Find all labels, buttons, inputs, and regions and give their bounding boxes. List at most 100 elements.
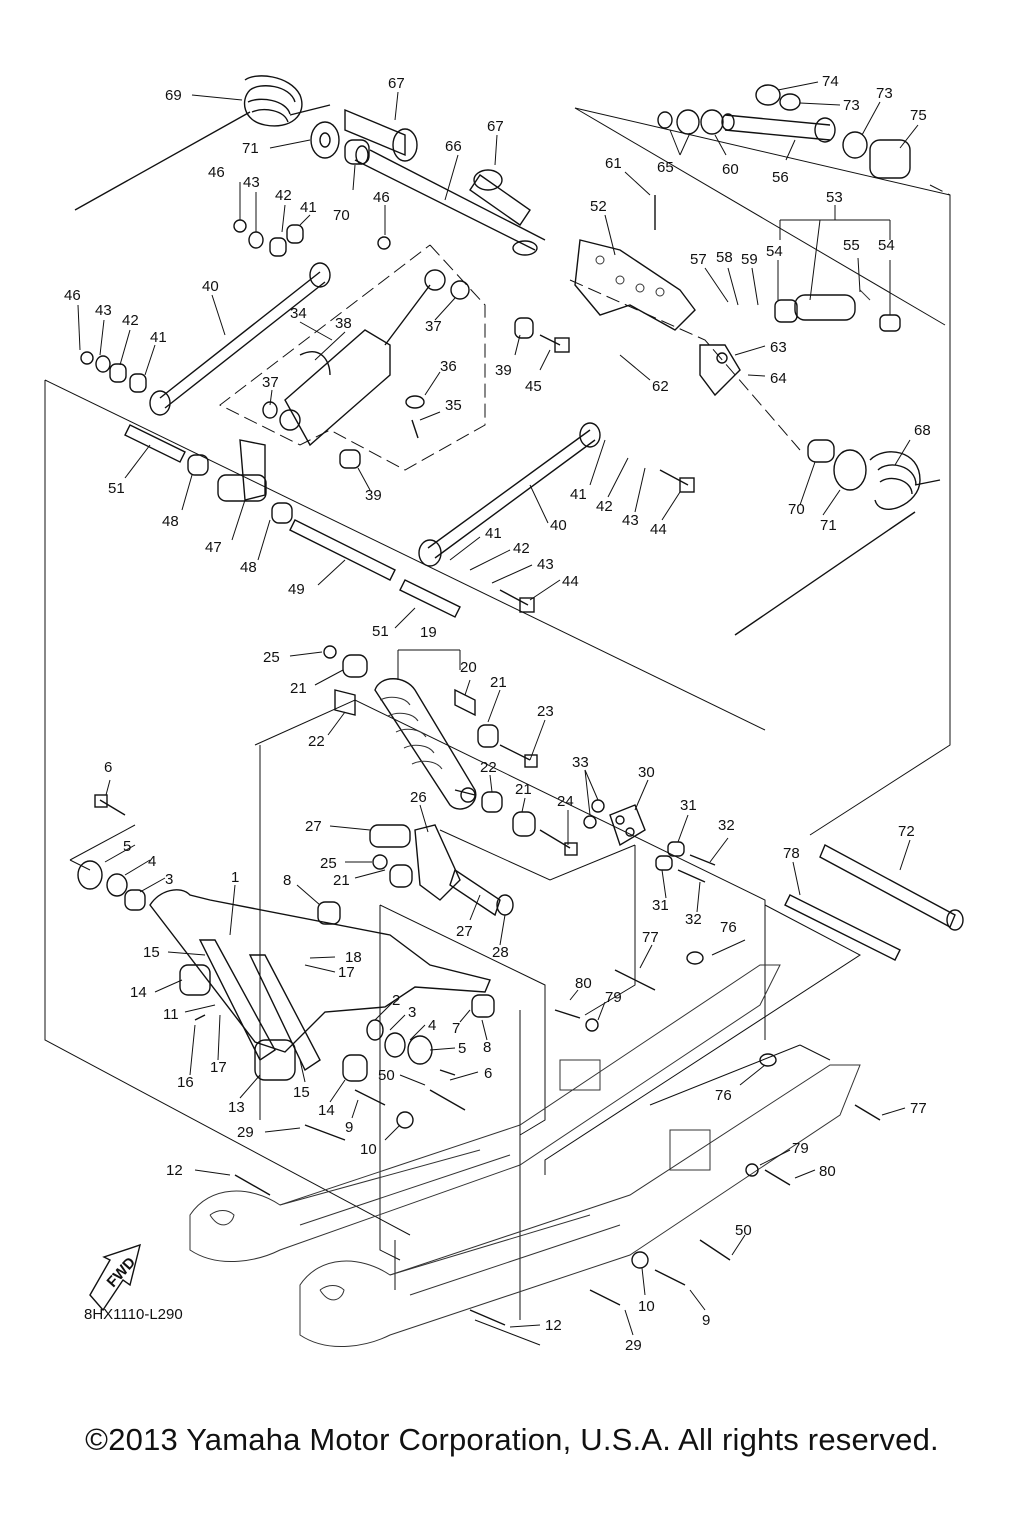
callout: 7 <box>452 1020 460 1037</box>
link-plate-30 <box>583 799 716 883</box>
callout: 43 <box>622 512 639 529</box>
callout: 69 <box>165 87 182 104</box>
callout: 13 <box>228 1099 245 1116</box>
callout: 9 <box>702 1312 710 1329</box>
callout: 10 <box>360 1141 377 1158</box>
callout: 72 <box>898 823 915 840</box>
callout: 68 <box>914 422 931 439</box>
dashed-frame <box>219 244 486 471</box>
callout: 33 <box>572 754 589 771</box>
callout: 27 <box>456 923 473 940</box>
callout: 40 <box>202 278 219 295</box>
callout: 17 <box>338 964 355 981</box>
callout: 12 <box>166 1162 183 1179</box>
callout: 46 <box>64 287 81 304</box>
link-26 <box>369 824 514 917</box>
callout: 6 <box>104 759 112 776</box>
callout: 37 <box>262 374 279 391</box>
callout: 78 <box>783 845 800 862</box>
callout: 31 <box>652 897 669 914</box>
callout: 41 <box>300 199 317 216</box>
tubes-middle <box>124 424 461 618</box>
callout: 6 <box>484 1065 492 1082</box>
callout: 45 <box>525 378 542 395</box>
callout: 64 <box>770 370 787 387</box>
centerline-2 <box>929 184 951 196</box>
callout: 12 <box>545 1317 562 1334</box>
callout: 70 <box>788 501 805 518</box>
slide-rail-left <box>189 964 781 1263</box>
callout: 41 <box>485 525 502 542</box>
callout: 57 <box>690 251 707 268</box>
callout: 26 <box>410 789 427 806</box>
callout: 9 <box>345 1119 353 1136</box>
small-bushings-left <box>80 219 391 393</box>
callout: 54 <box>766 243 783 260</box>
callout: 41 <box>570 486 587 503</box>
callout: 25 <box>320 855 337 872</box>
callout: 50 <box>735 1222 752 1239</box>
callout: 73 <box>843 97 860 114</box>
callout: 39 <box>365 487 382 504</box>
callout: 25 <box>263 649 280 666</box>
reference-code: 8HX1110-L290 <box>84 1306 183 1323</box>
callout: 71 <box>242 140 259 157</box>
callout: 35 <box>445 397 462 414</box>
callout: 29 <box>625 1337 642 1354</box>
callout: 3 <box>165 871 173 888</box>
callout: 59 <box>741 251 758 268</box>
callout: 56 <box>772 169 789 186</box>
parts-exploded-diagram: FWD <box>44 73 964 1354</box>
callout: 21 <box>333 872 350 889</box>
callout: 4 <box>428 1017 436 1034</box>
bracket-52 <box>574 195 696 331</box>
callout: 31 <box>680 797 697 814</box>
callout: 53 <box>826 189 843 206</box>
callout: 67 <box>388 75 405 92</box>
callout: 38 <box>335 315 352 332</box>
callout: 5 <box>458 1040 466 1057</box>
bolts-lower <box>194 951 881 1326</box>
callout: 79 <box>792 1140 809 1157</box>
callout: 47 <box>205 539 222 556</box>
callout: 42 <box>513 540 530 557</box>
callout: 34 <box>290 305 307 322</box>
callout: 36 <box>440 358 457 375</box>
callout: 22 <box>480 759 497 776</box>
callout: 46 <box>208 164 225 181</box>
callout: 70 <box>333 207 350 224</box>
callout: 22 <box>308 733 325 750</box>
callout: 73 <box>876 85 893 102</box>
callout: 11 <box>163 1006 179 1023</box>
callout: 24 <box>557 793 574 810</box>
callout: 10 <box>638 1298 655 1315</box>
frame-lines <box>44 107 951 1346</box>
callout: 46 <box>373 189 390 206</box>
torsion-spring-68 <box>734 439 941 636</box>
callout: 60 <box>722 161 739 178</box>
callout: 43 <box>537 556 554 573</box>
pin-53-set <box>774 289 901 332</box>
callout: 52 <box>590 198 607 215</box>
callout: 21 <box>515 781 532 798</box>
callout: 76 <box>715 1087 732 1104</box>
callout: 21 <box>290 680 307 697</box>
callout: 17 <box>210 1059 227 1076</box>
callout: 28 <box>492 944 509 961</box>
leader-lines <box>77 81 919 1336</box>
callout: 29 <box>237 1124 254 1141</box>
callout: 80 <box>575 975 592 992</box>
shaft-56 <box>721 113 836 143</box>
callout-labels: 69 67 67 74 73 73 75 71 66 65 60 56 46 4… <box>64 73 931 1354</box>
torsion-spring-69 <box>74 75 331 211</box>
callout: 50 <box>378 1067 395 1084</box>
front-bushings <box>77 794 146 911</box>
shock-bushings <box>323 645 578 856</box>
callout: 79 <box>605 989 622 1006</box>
callout: 40 <box>550 517 567 534</box>
callout: 1 <box>231 869 239 886</box>
callout: 58 <box>716 249 733 266</box>
arm-40-lower <box>418 422 601 567</box>
callout: 18 <box>345 949 362 966</box>
callout: 2 <box>392 992 400 1009</box>
